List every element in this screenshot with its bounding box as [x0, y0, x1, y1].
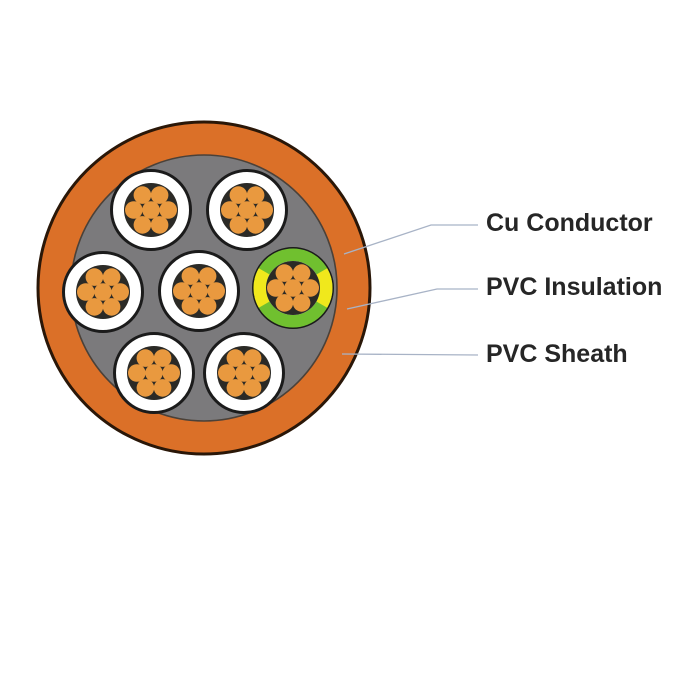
copper-strand: [162, 364, 180, 382]
cable-core: [203, 332, 285, 414]
copper-strand: [150, 186, 169, 204]
copper-strand: [284, 279, 302, 297]
copper-strand: [133, 216, 152, 234]
copper-strand: [226, 349, 245, 367]
copper-strand: [229, 216, 248, 234]
copper-strand: [226, 379, 245, 397]
copper-strand: [136, 379, 155, 397]
copper-strand: [190, 282, 208, 300]
earth-core: [252, 247, 334, 329]
copper-strand: [229, 186, 248, 204]
copper-strand: [102, 298, 121, 316]
copper-strand: [173, 282, 191, 300]
leader-line-pvc-insulation: [346, 288, 478, 310]
copper-strand: [153, 349, 172, 367]
copper-strand: [252, 364, 270, 382]
copper-strand: [85, 298, 104, 316]
copper-strand: [94, 283, 112, 301]
copper-strand: [255, 201, 273, 219]
copper-strand: [181, 297, 200, 315]
copper-strand: [243, 349, 262, 367]
copper-strand: [246, 186, 265, 204]
copper-strand: [111, 283, 129, 301]
copper-strand: [218, 364, 236, 382]
copper-strand: [292, 294, 311, 312]
leader-line-cu-conductor: [343, 224, 478, 255]
copper-strand: [207, 282, 225, 300]
copper-strand: [238, 201, 256, 219]
copper-strand: [275, 294, 294, 312]
copper-strand: [142, 201, 160, 219]
copper-strand: [136, 349, 155, 367]
earth-insulation-yellow: [253, 268, 270, 308]
copper-strand: [243, 379, 262, 397]
cores-layer: [62, 169, 334, 414]
copper-strand: [198, 297, 217, 315]
copper-strand: [198, 267, 217, 285]
copper-strand: [145, 364, 163, 382]
cable-core: [206, 169, 288, 251]
label-pvc-insulation: PVC Insulation: [486, 273, 663, 301]
copper-strand: [85, 268, 104, 286]
copper-strand: [102, 268, 121, 286]
cable-core: [113, 332, 195, 414]
copper-strand: [125, 201, 143, 219]
label-cu-conductor: Cu Conductor: [486, 209, 653, 237]
cable-core: [158, 250, 240, 332]
cable-core: [110, 169, 192, 251]
copper-strand: [275, 264, 294, 282]
earth-insulation-yellow: [316, 268, 333, 308]
copper-strand: [267, 279, 285, 297]
copper-strand: [133, 186, 152, 204]
copper-strand: [150, 216, 169, 234]
copper-strand: [181, 267, 200, 285]
copper-strand: [128, 364, 146, 382]
copper-strand: [77, 283, 95, 301]
copper-strand: [221, 201, 239, 219]
copper-strand: [292, 264, 311, 282]
copper-strand: [159, 201, 177, 219]
cable-core: [62, 251, 144, 333]
copper-strand: [301, 279, 320, 297]
leader-line-pvc-sheath: [341, 353, 479, 356]
label-pvc-sheath: PVC Sheath: [486, 340, 628, 368]
copper-strand: [235, 364, 253, 382]
copper-strand: [153, 379, 172, 397]
copper-strand: [246, 216, 265, 234]
